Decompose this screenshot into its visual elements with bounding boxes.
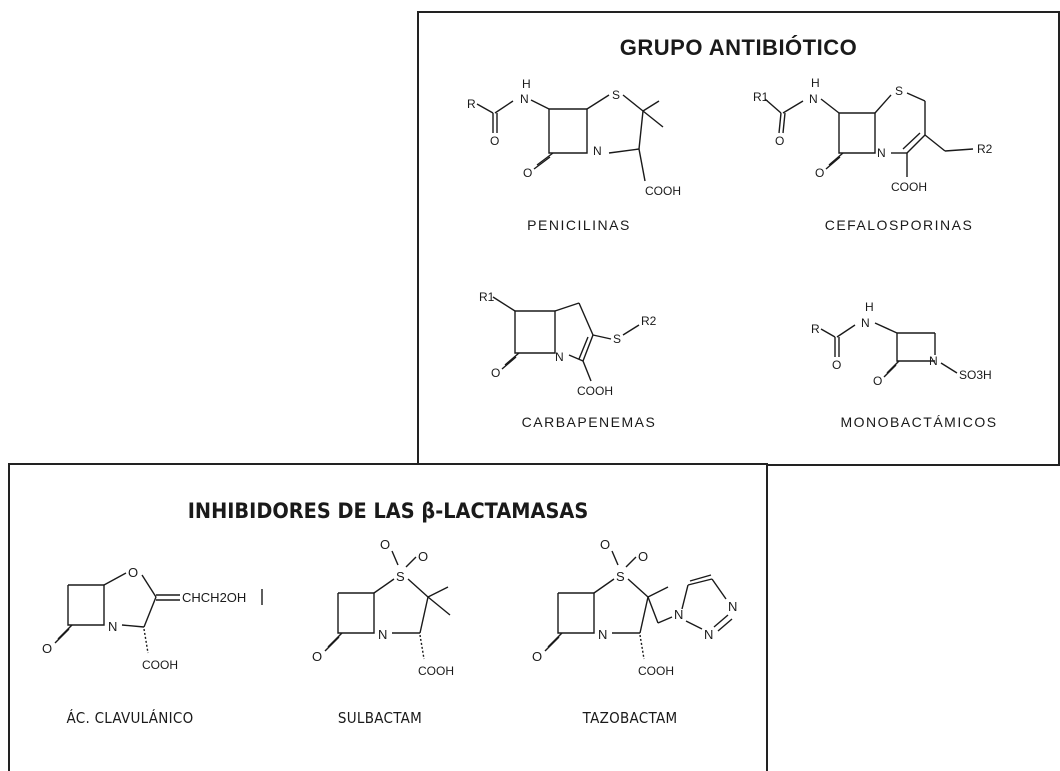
penicillin-structure: R O H N O S N COOH	[467, 77, 681, 198]
atom-n: N	[704, 627, 713, 642]
atom-r2: R2	[977, 142, 993, 156]
inhibitors-panel: INHIBIDORES DE LAS β-LACTAMASAS O O N CH…	[8, 463, 768, 771]
atom-cooh: COOH	[142, 658, 178, 672]
atom-s: S	[895, 84, 903, 98]
atom-o: O	[523, 166, 532, 180]
clavulanic-acid-structure: O O N CHCH2OH COOH	[42, 565, 263, 672]
atom-cooh: COOH	[577, 384, 613, 398]
carbapenem-name: CARBAPENEMAS	[521, 414, 657, 430]
atom-n: N	[593, 144, 602, 158]
atom-o: O	[600, 537, 610, 552]
atom-s: S	[396, 569, 405, 584]
atom-o: O	[532, 649, 542, 664]
monobactam-structure: R O H N O N SO3H	[811, 300, 992, 388]
atom-o: O	[490, 134, 499, 148]
atom-n: N	[809, 92, 818, 106]
cephalosporin-structure: R1 O H N O S N R2 COOH	[753, 76, 993, 194]
antibiotic-group-title: GRUPO ANTIBIÓTICO	[619, 35, 858, 60]
atom-h: H	[865, 300, 874, 314]
atom-n: N	[929, 354, 938, 368]
atom-o: O	[42, 641, 52, 656]
atom-n: N	[674, 607, 683, 622]
atom-h: H	[811, 76, 820, 90]
tazobactam-name: TAZOBACTAM	[582, 709, 678, 727]
atom-n: N	[520, 92, 529, 106]
atom-cooh: COOH	[418, 664, 454, 678]
atom-so3h: SO3H	[959, 368, 992, 382]
monobactam-name: MONOBACTÁMICOS	[840, 414, 998, 430]
atom-s: S	[613, 332, 621, 346]
penicillin-name: PENICILINAS	[527, 217, 631, 233]
atom-n: N	[877, 146, 886, 160]
atom-cooh: COOH	[645, 184, 681, 198]
inhibitors-title: INHIBIDORES DE LAS β-LACTAMASAS	[187, 499, 589, 523]
atom-r2: R2	[641, 314, 657, 328]
clavulanic-acid-name: ÁC. CLAVULÁNICO	[66, 709, 194, 727]
atom-cooh: COOH	[638, 664, 674, 678]
cephalosporin-name: CEFALOSPORINAS	[824, 217, 974, 233]
atom-o: O	[638, 549, 648, 564]
sulbactam-name: SULBACTAM	[337, 709, 423, 727]
atom-h: H	[522, 77, 531, 91]
atom-n: N	[598, 627, 607, 642]
atom-r: R	[467, 97, 476, 111]
atom-o: O	[491, 366, 500, 380]
atom-o: O	[832, 358, 841, 372]
atom-o: O	[418, 549, 428, 564]
atom-r: R	[811, 322, 820, 336]
atom-s: S	[616, 569, 625, 584]
atom-chch2oh: CHCH2OH	[182, 590, 246, 605]
antibiotic-group-panel: GRUPO ANTIBIÓTICO R O H N O S N COOH PEN…	[417, 11, 1060, 466]
atom-cooh: COOH	[891, 180, 927, 194]
atom-n: N	[728, 599, 737, 614]
atom-n: N	[108, 619, 117, 634]
atom-o: O	[815, 166, 824, 180]
atom-o: O	[873, 374, 882, 388]
atom-n: N	[555, 350, 564, 364]
atom-r1: R1	[753, 90, 769, 104]
carbapenem-structure: R1 O N S R2 COOH	[479, 290, 657, 398]
sulbactam-structure: O O O S N COOH	[312, 537, 454, 678]
tazobactam-structure: O O O S N COOH N N N	[532, 537, 737, 678]
atom-o: O	[312, 649, 322, 664]
atom-n: N	[378, 627, 387, 642]
atom-r1: R1	[479, 290, 495, 304]
atom-o: O	[380, 537, 390, 552]
atom-o: O	[128, 565, 138, 580]
atom-s: S	[612, 88, 620, 102]
atom-o: O	[775, 134, 784, 148]
atom-n: N	[861, 316, 870, 330]
